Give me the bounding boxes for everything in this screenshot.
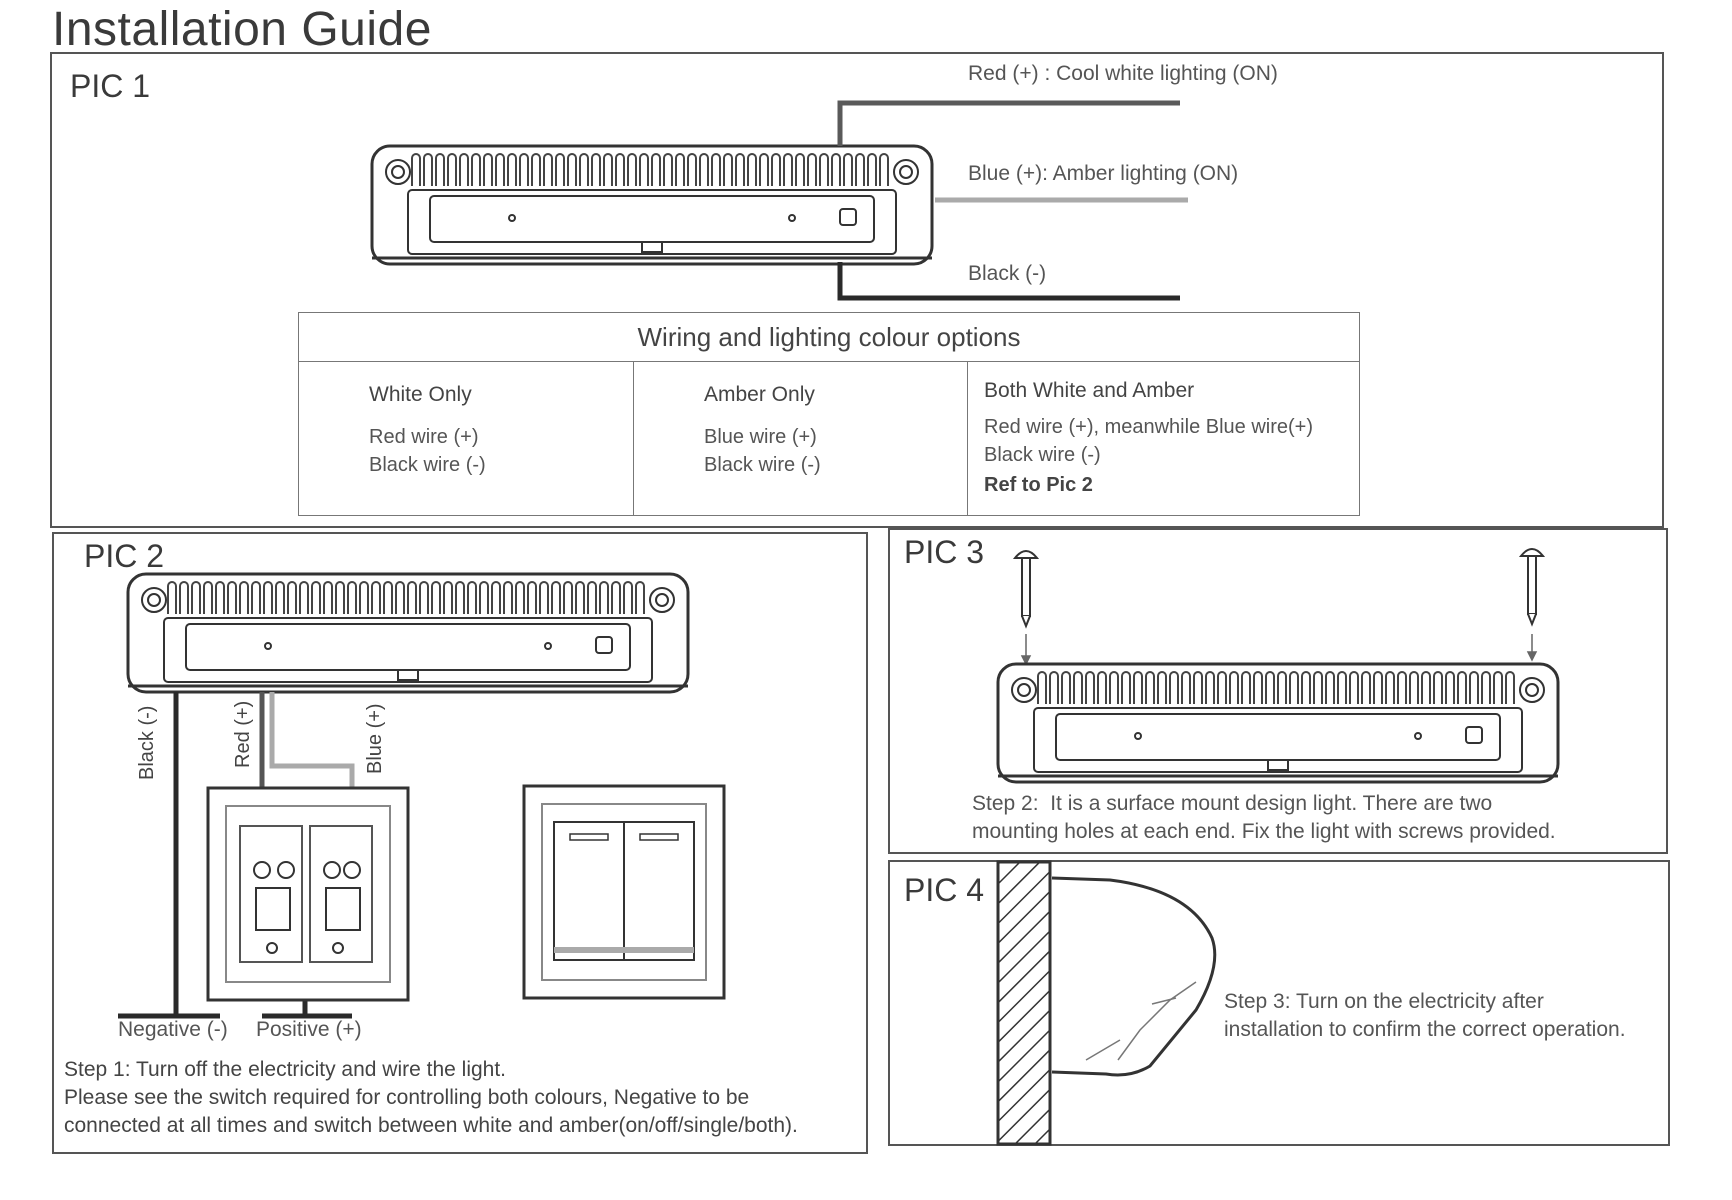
switch-terminal-plate <box>206 786 410 1002</box>
pic1-light-fixture <box>370 144 934 266</box>
column-line: Blue wire (+) <box>704 426 817 448</box>
caption-line: Step 3: Turn on the electricity after <box>1224 990 1544 1013</box>
pic1-panel <box>50 52 1664 528</box>
column-title: White Only <box>369 383 472 406</box>
step3-caption: Step 3: Turn on the electricity after in… <box>1224 988 1626 1044</box>
pic1-wires <box>837 100 1188 301</box>
pic3-label: PIC 3 <box>904 534 985 570</box>
column-line: Red wire (+) <box>369 426 479 448</box>
wiring-options-table: Wiring and lighting colour options White… <box>298 312 1360 516</box>
blue-wire-label: Blue (+): Amber lighting (ON) <box>968 162 1239 185</box>
step2-caption: Step 2: It is a surface mount design lig… <box>972 790 1556 846</box>
page-title: Installation Guide <box>52 3 432 56</box>
black-wire-label: Black (-) <box>136 705 158 780</box>
pic3-arrows <box>1020 634 1538 666</box>
column-title: Both White and Amber <box>984 379 1195 402</box>
table-heading: Wiring and lighting colour options <box>299 313 1359 362</box>
blue-wire-label: Blue (+) <box>364 703 386 774</box>
caption-line: connected at all times and switch betwee… <box>64 1114 798 1137</box>
pic2-label: PIC 2 <box>84 538 165 574</box>
column-both: Both White and Amber Red wire (+), meanw… <box>967 361 1359 515</box>
caption-line: installation to confirm the correct oper… <box>1224 1018 1626 1041</box>
pic3-panel <box>888 528 1668 854</box>
caption-line: Step 1: Turn off the electricity and wir… <box>64 1058 507 1081</box>
caption-line: Step 2: It is a surface mount design lig… <box>972 792 1493 815</box>
column-amber-only: Amber Only Blue wire (+) Black wire (-) <box>633 361 967 515</box>
pic3-light-fixture <box>996 662 1560 784</box>
pic4-panel <box>888 860 1670 1146</box>
column-line: Black wire (-) <box>369 454 486 476</box>
column-line: Ref to Pic 2 <box>984 474 1093 496</box>
column-line: Red wire (+), meanwhile Blue wire(+) <box>984 416 1314 438</box>
caption-line: Please see the switch required for contr… <box>64 1086 750 1109</box>
pic4-light-side-view <box>1051 876 1217 1077</box>
column-white-only: White Only Red wire (+) Black wire (-) <box>299 361 633 515</box>
pic4-label: PIC 4 <box>904 872 985 908</box>
column-line: Black wire (-) <box>984 444 1101 466</box>
black-wire-label: Black (-) <box>968 262 1047 285</box>
caption-line: mounting holes at each end. Fix the ligh… <box>972 820 1556 843</box>
pic1-label: PIC 1 <box>70 68 151 104</box>
step1-caption: Step 1: Turn off the electricity and wir… <box>64 1056 798 1140</box>
column-title: Amber Only <box>704 383 815 406</box>
pic2-panel <box>52 532 868 1154</box>
switch-face-plate <box>522 784 726 1000</box>
wall-hatch <box>996 860 1052 1146</box>
column-line: Black wire (-) <box>704 454 821 476</box>
red-wire-label: Red (+) <box>232 700 254 768</box>
screw-icon <box>1520 548 1544 625</box>
negative-label: Negative (-) <box>118 1018 228 1041</box>
red-wire-label: Red (+) : Cool white lighting (ON) <box>968 62 1278 85</box>
positive-label: Positive (+) <box>256 1018 362 1041</box>
screw-icon <box>1014 550 1038 627</box>
pic2-light-fixture <box>126 572 690 694</box>
